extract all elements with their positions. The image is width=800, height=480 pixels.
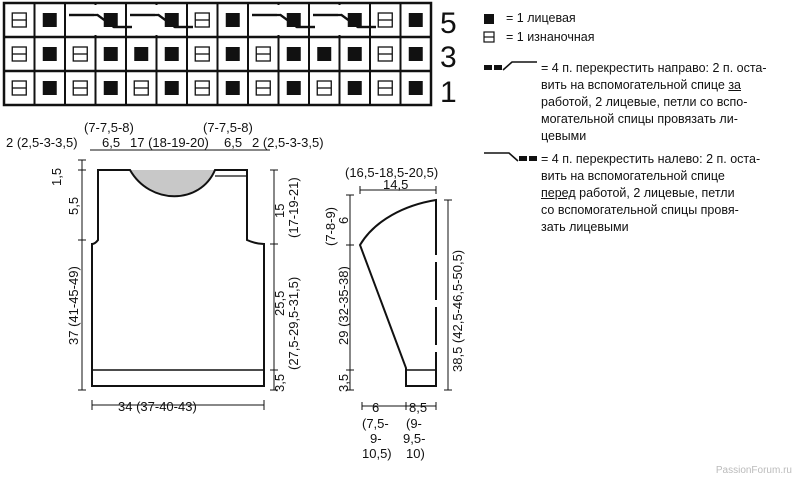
row-numbers: 5 3 1 xyxy=(440,7,457,109)
label-sleeve-bot-r2: 9,5- xyxy=(403,431,425,446)
legend-knit: = 1 лицевая xyxy=(506,11,576,25)
label-left-15: 1,5 xyxy=(49,168,64,186)
purl-symbol-icon xyxy=(483,31,495,43)
body-pattern xyxy=(91,169,265,387)
label-left-37: 37 (41-45-49) xyxy=(66,266,81,345)
watermark: PassionForum.ru xyxy=(715,465,792,476)
cable-gap xyxy=(277,5,280,35)
knit-stitch-icon xyxy=(408,13,423,27)
label-sleeve-top-b: 14,5 xyxy=(383,177,408,192)
label-top-65b: 6,5 xyxy=(224,135,242,150)
label-top-65a: 6,5 xyxy=(102,135,120,150)
row-number-5: 5 xyxy=(440,7,457,40)
cross-left-symbol-icon xyxy=(484,152,537,162)
label-sleeve-top-a: (16,5-18,5-20,5) xyxy=(345,165,438,180)
knit-stitch-icon xyxy=(42,13,57,27)
cable-gap xyxy=(338,5,341,35)
label-right-17: (17-19-21) xyxy=(286,177,301,238)
label-right-15: 15 xyxy=(272,204,287,218)
label-top-shoulder-b: (7-7,5-8) xyxy=(203,120,253,135)
label-right-275: (27,5-29,5-31,5) xyxy=(286,277,301,370)
label-sleeve-bot-r3: 10) xyxy=(406,446,425,461)
label-right-35: 3,5 xyxy=(272,374,287,392)
knit-stitch-icon xyxy=(42,47,57,61)
label-sleeve-789: (7-8-9) xyxy=(323,207,338,246)
label-top-17: 17 (18-19-20) xyxy=(130,135,209,150)
cable-gap xyxy=(155,5,158,35)
cross-right-symbol-icon xyxy=(484,61,537,71)
cable-cross-line xyxy=(130,13,193,29)
knit-stitch-icon xyxy=(134,47,149,61)
label-sleeve-bot-6: 6 xyxy=(372,400,379,415)
legend-cross-left: = 4 п. перекрестить налево: 2 п. оста- в… xyxy=(541,152,761,234)
label-top-row: 2 (2,5-3-3,5) xyxy=(6,135,78,150)
body-dimension-labels: (7-7,5-8) (7-7,5-8) 2 (2,5-3-3,5) 6,5 17… xyxy=(6,120,324,414)
knit-stitch-icon xyxy=(286,81,301,95)
knit-stitch-icon xyxy=(103,47,118,61)
label-top-right: 2 (2,5-3-3,5) xyxy=(252,135,324,150)
knit-stitch-icon xyxy=(286,47,301,61)
stitch-chart xyxy=(2,1,433,107)
knit-stitch-icon xyxy=(164,13,179,27)
label-sleeve-bot-l3: 10,5) xyxy=(362,446,392,461)
label-sleeve-bot-l1: (7,5- xyxy=(362,416,389,431)
body-outline xyxy=(91,169,265,387)
label-sleeve-29: 29 (32-35-38) xyxy=(336,266,351,345)
neckline-fill xyxy=(130,170,215,197)
knit-stitch-icon xyxy=(408,47,423,61)
knit-stitch-icon xyxy=(347,47,362,61)
cable-cross-line xyxy=(313,13,376,29)
dimension-lines xyxy=(78,149,452,410)
knit-stitch-icon xyxy=(347,13,362,27)
label-left-55: 5,5 xyxy=(66,197,81,215)
label-top-shoulder-a: (7-7,5-8) xyxy=(84,120,134,135)
knit-stitch-icon xyxy=(408,81,423,95)
knit-stitch-icon xyxy=(225,13,240,27)
label-bottom-width: 34 (37-40-43) xyxy=(118,399,197,414)
label-sleeve-6: 6 xyxy=(336,217,351,224)
knit-stitch-icon xyxy=(347,81,362,95)
label-sleeve-bot-l2: 9- xyxy=(370,431,382,446)
legend-purl: = 1 изнаночная xyxy=(506,30,595,44)
sleeve-outline xyxy=(358,198,437,387)
knit-stitch-icon xyxy=(103,13,118,27)
sleeve-dimension-labels: (16,5-18,5-20,5) 14,5 (7-8-9) 6 29 (32-3… xyxy=(323,165,465,461)
knit-stitch-icon xyxy=(164,81,179,95)
label-right-255: 25,5 xyxy=(272,291,287,316)
knit-stitch-icon xyxy=(317,47,332,61)
knit-stitch-icon xyxy=(225,47,240,61)
knit-stitch-icon xyxy=(164,47,179,61)
cable-cross-line xyxy=(252,13,315,29)
label-sleeve-385: 38,5 (42,5-46,5-50,5) xyxy=(450,250,465,372)
row-number-1: 1 xyxy=(440,76,457,109)
legend-cross-right: = 4 п. перекрестить направо: 2 п. оста- … xyxy=(541,61,767,143)
label-sleeve-bot-r1: (9- xyxy=(406,416,422,431)
knit-symbol-icon xyxy=(484,14,494,24)
row-number-3: 3 xyxy=(440,41,457,74)
cable-cross-line xyxy=(69,13,132,29)
knit-stitch-icon xyxy=(42,81,57,95)
knit-stitch-icon xyxy=(103,81,118,95)
label-sleeve-35: 3,5 xyxy=(336,374,351,392)
knit-stitch-icon xyxy=(225,81,240,95)
cable-gap xyxy=(94,5,97,35)
sleeve-pattern xyxy=(358,198,437,387)
knit-stitch-icon xyxy=(286,13,301,27)
label-sleeve-bot-85: 8,5 xyxy=(409,400,427,415)
